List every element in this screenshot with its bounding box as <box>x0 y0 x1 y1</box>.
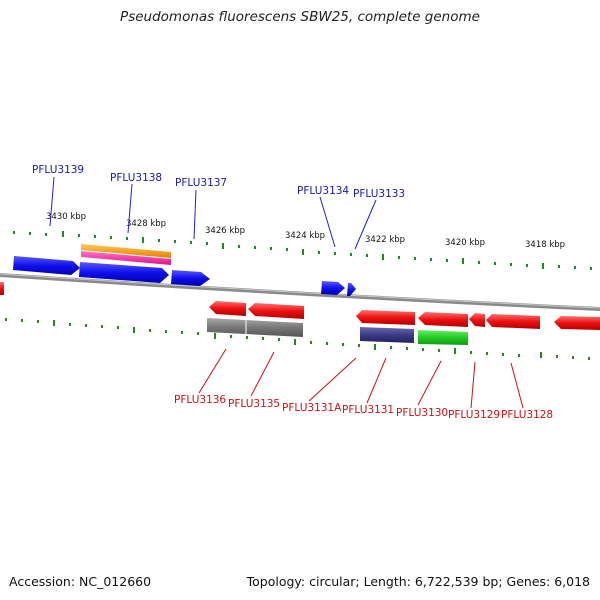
gray-feature <box>207 318 303 337</box>
forward-genes <box>13 256 356 296</box>
scale-label: 3424 kbp <box>285 231 325 241</box>
gene-label-pflu3137[interactable]: PFLU3137 <box>175 177 227 189</box>
reverse-genes <box>0 282 600 330</box>
topology-text: Topology: circular; Length: 6,722,539 bp… <box>246 574 590 589</box>
gene-label-pflu3136[interactable]: PFLU3136 <box>174 394 226 406</box>
gene-label-pflu3135[interactable]: PFLU3135 <box>228 398 280 410</box>
orange-feature <box>81 244 171 258</box>
gene-pflu3134[interactable] <box>321 281 345 295</box>
gene-pflu3133[interactable] <box>347 283 356 296</box>
lower-ruler <box>5 318 590 360</box>
gene-label-pflu3133[interactable]: PFLU3133 <box>353 188 405 200</box>
magenta-feature <box>81 251 171 265</box>
gene-pflu3136[interactable] <box>209 301 246 316</box>
scale-label: 3418 kbp <box>525 240 565 250</box>
gene-label-pflu3134[interactable]: PFLU3134 <box>297 185 349 197</box>
scale-label: 3422 kbp <box>365 235 405 245</box>
gene-pflu3130[interactable] <box>418 312 468 327</box>
gene-pflu3135[interactable] <box>248 303 304 319</box>
navy-feature <box>360 327 414 343</box>
scale-label: 3428 kbp <box>126 219 166 229</box>
scale-label: 3430 kbp <box>46 212 86 222</box>
scale-label: 3426 kbp <box>205 226 245 236</box>
forward-callouts <box>49 176 377 250</box>
upper-ruler <box>13 231 592 270</box>
map-title: Pseudomonas fluorescens SBW25, complete … <box>120 9 480 25</box>
gene-pflu3131[interactable] <box>356 310 415 325</box>
reverse-callouts <box>198 348 524 409</box>
gene-label-pflu3129[interactable]: PFLU3129 <box>448 409 500 421</box>
genome-backbone <box>0 273 600 311</box>
gene-pflu3137[interactable] <box>171 270 210 286</box>
gene-label-pflu3130[interactable]: PFLU3130 <box>396 407 448 419</box>
gene-label-pflu3131a[interactable]: PFLU3131A <box>282 402 342 414</box>
gene-right-edge[interactable] <box>554 316 600 330</box>
gene-pflu3129[interactable] <box>469 313 485 327</box>
gene-label-pflu3128[interactable]: PFLU3128 <box>501 409 553 421</box>
accession-text: Accession: NC_012660 <box>9 574 152 589</box>
gene-label-pflu3138[interactable]: PFLU3138 <box>110 172 162 184</box>
genome-backbone-highlight <box>0 273 600 309</box>
gene-pflu3139[interactable] <box>13 256 80 275</box>
gene-label-pflu3139[interactable]: PFLU3139 <box>32 164 84 176</box>
green-feature <box>418 330 468 345</box>
gene-label-pflu3131[interactable]: PFLU3131 <box>342 404 394 416</box>
gene-left-edge[interactable] <box>0 282 4 295</box>
gene-pflu3128[interactable] <box>486 314 540 329</box>
scale-label: 3420 kbp <box>445 238 485 248</box>
gene-pflu3138[interactable] <box>79 262 169 283</box>
